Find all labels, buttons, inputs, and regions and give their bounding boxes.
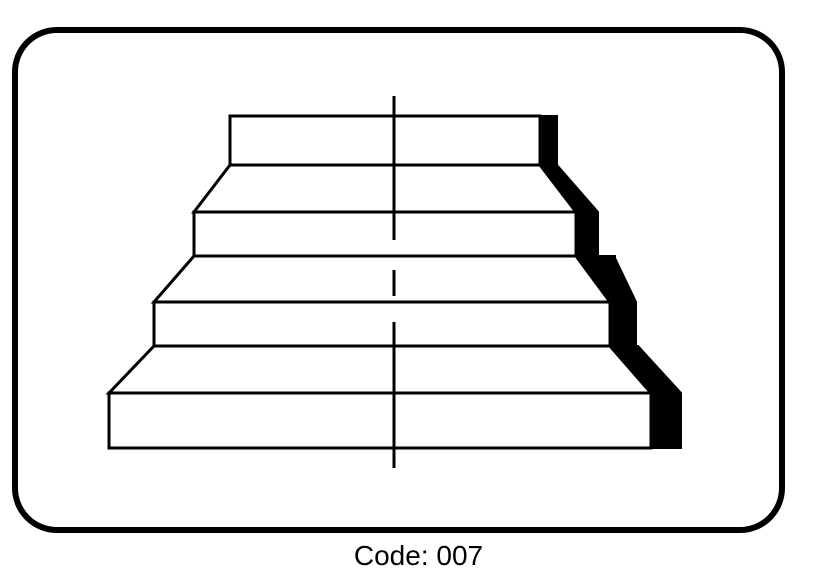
step-4-tread [105, 344, 655, 395]
step-2-tread [190, 163, 580, 214]
stairs-icon [105, 114, 682, 450]
step-3-tread [150, 254, 613, 304]
step-4-riser [107, 391, 653, 450]
step-3-riser [152, 300, 612, 348]
stairs-pictogram [12, 27, 785, 533]
step-2-riser [192, 210, 578, 258]
step-1-riser [228, 114, 542, 167]
pictogram-code-caption: Code: 007 [353, 540, 484, 571]
